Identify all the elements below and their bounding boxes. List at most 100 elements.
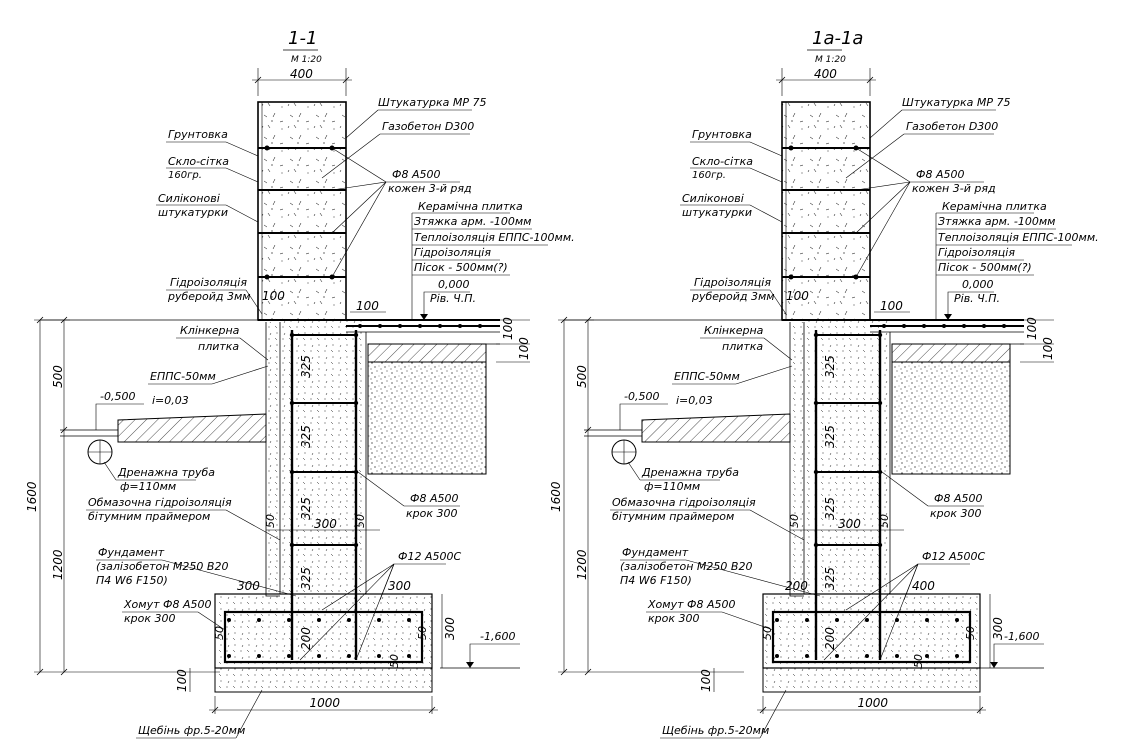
label-silicone-2: штукатурки: [682, 206, 752, 219]
label-wall-hydro: Гідроізоляція: [694, 276, 771, 289]
dim-300-footing-height: 300: [443, 617, 457, 640]
label-coating-2: бітумним праймером: [88, 510, 210, 523]
dim-100-slab: 100: [356, 299, 379, 313]
scale-label: M 1:20: [815, 55, 846, 65]
dim-footing-left: 200: [785, 579, 808, 593]
dim-100-insul: 100: [1041, 337, 1055, 360]
dim-wall-width: 400: [290, 67, 313, 81]
label-stirrup-rebar: Ф8 А500: [410, 492, 459, 505]
label-minus-0500: -0,500: [624, 390, 659, 403]
dim-50-footing-left: 50: [761, 626, 774, 640]
label-primer: Грунтовка: [692, 128, 752, 141]
footing-cage: [771, 610, 972, 664]
label-stirrup-step: крок 300: [930, 507, 982, 520]
label-footing-stirrup: Хомут Ф8 А500: [123, 598, 211, 611]
label-coating-2: бітумним праймером: [612, 510, 734, 523]
dim-325-3: 325: [299, 497, 313, 520]
gravel-bed: [762, 667, 981, 693]
dim-300-stem: 300: [838, 517, 861, 531]
label-foundation: Фундамент: [622, 546, 689, 559]
dim-300-stem: 300: [314, 517, 337, 531]
label-clinker-2: плитка: [198, 340, 239, 353]
label-plaster: Штукатурка MP 75: [902, 96, 1010, 109]
label-foundation-2: (залізобетон М250 В20: [620, 560, 752, 573]
label-clinker: Клінкерна: [704, 324, 764, 337]
label-floor-level: Рів. Ч.П.: [954, 292, 1000, 305]
label-gasbeton: Газобетон D300: [382, 120, 474, 133]
label-minus-1600: -1,600: [480, 630, 515, 643]
dim-325-2: 325: [823, 425, 837, 448]
label-wall-rebar: Ф8 А500: [392, 168, 441, 181]
label-gasbeton: Газобетон D300: [906, 120, 998, 133]
foundation-wall: [280, 320, 366, 594]
dim-50-right: 50: [354, 514, 367, 528]
label-main-rebar: Ф12 А500С: [398, 550, 461, 563]
label-mesh-density: 160гр.: [692, 170, 726, 181]
dim-325-1: 325: [823, 355, 837, 378]
dim-100-wall: 100: [786, 289, 809, 303]
dim-1000: 1000: [310, 696, 341, 710]
dim-wall-width: 400: [814, 67, 837, 81]
label-epps: ЕППС-50мм: [674, 370, 740, 383]
foundation-footing: [762, 593, 981, 669]
dim-footing-left: 300: [237, 579, 260, 593]
label-clinker-2: плитка: [722, 340, 763, 353]
label-epps: ЕППС-50мм: [150, 370, 216, 383]
label-gravel: Щебінь фр.5-20мм: [662, 724, 769, 737]
insulation-layer: [367, 343, 487, 363]
foundation-wall: [804, 320, 890, 594]
blind-area: [641, 413, 791, 443]
label-silicone-2: штукатурки: [158, 206, 228, 219]
dim-50-footing-right: 50: [964, 626, 977, 640]
label-drain: Дренажна труба: [641, 466, 739, 479]
foundation-footing: [214, 593, 433, 669]
dim-100-screed: 100: [1025, 317, 1039, 340]
label-coating: Обмазочна гідроізоляція: [612, 496, 756, 509]
section-title: 1-1: [288, 28, 317, 49]
label-drain-dia: ф=110мм: [120, 480, 176, 493]
label-foundation-3: П4 W6 F150): [96, 574, 168, 587]
label-drain-dia: ф=110мм: [644, 480, 700, 493]
label-screed: Зтяжка арм. -100мм: [414, 215, 531, 228]
dim-500: 500: [51, 365, 65, 388]
dim-1600: 1600: [25, 481, 39, 512]
label-foundation-2: (залізобетон М250 В20: [96, 560, 228, 573]
label-silicone: Силіконові: [682, 192, 744, 205]
dim-1600: 1600: [549, 481, 563, 512]
label-stirrup-step: крок 300: [406, 507, 458, 520]
label-silicone: Силіконові: [158, 192, 220, 205]
dim-200: 200: [299, 627, 313, 650]
label-roofing: руберойд 3мм: [167, 290, 251, 303]
dim-50-right: 50: [878, 514, 891, 528]
dim-50-left: 50: [788, 514, 801, 528]
label-main-rebar: Ф12 А500С: [922, 550, 985, 563]
scale-label: M 1:20: [291, 55, 322, 65]
dim-500: 500: [575, 365, 589, 388]
clinker-tile: [266, 322, 280, 594]
label-footing-stirrup: Хомут Ф8 А500: [647, 598, 735, 611]
label-mesh-density: 160гр.: [168, 170, 202, 181]
label-floor-level: Рів. Ч.П.: [430, 292, 476, 305]
label-wall-rebar-step: кожен 3-й ряд: [912, 182, 996, 195]
label-sand: Пісок - 500мм(?): [414, 261, 508, 274]
label-zero-mark: 0,000: [962, 278, 994, 291]
sand-fill: [367, 361, 487, 475]
dim-325-2: 325: [299, 425, 313, 448]
label-foundation-3: П4 W6 F150): [620, 574, 692, 587]
label-footing-stirrup-step: крок 300: [124, 612, 176, 625]
label-gravel: Щебінь фр.5-20мм: [138, 724, 245, 737]
dim-100-gravel: 100: [699, 669, 713, 692]
dim-100-screed: 100: [501, 317, 515, 340]
dim-200: 200: [823, 627, 837, 650]
dim-325-1: 325: [299, 355, 313, 378]
label-minus-0500: -0,500: [100, 390, 135, 403]
sand-fill: [891, 361, 1011, 475]
clinker-tile: [790, 322, 804, 594]
label-coating: Обмазочна гідроізоляція: [88, 496, 232, 509]
dim-100-gravel: 100: [175, 669, 189, 692]
label-foundation: Фундамент: [98, 546, 165, 559]
dim-325-4: 325: [823, 567, 837, 590]
